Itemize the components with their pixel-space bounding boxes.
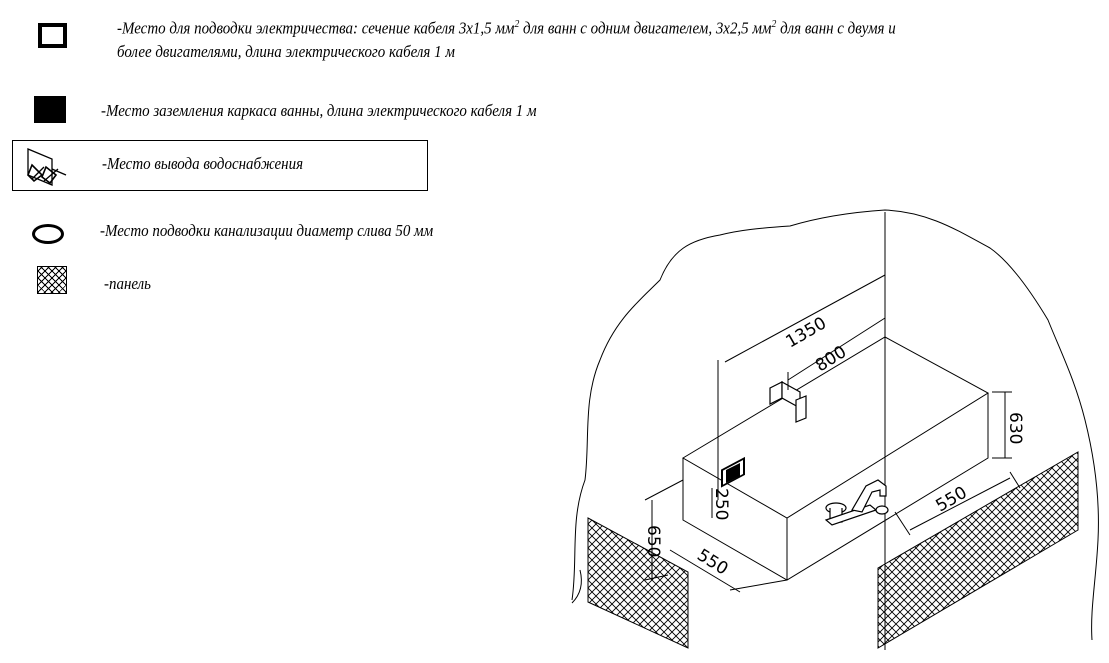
water-outlet-icon [27, 148, 67, 186]
wall-outline [571, 209, 1099, 641]
right-panel [877, 451, 1079, 649]
dim-550-front: 550 [693, 545, 731, 579]
wall-faucet [769, 380, 807, 423]
electric-outlet-icon [38, 23, 67, 48]
legend-electric-sup2: 2 [771, 18, 777, 30]
dim-800: 800 [812, 342, 850, 376]
left-panel [587, 517, 689, 649]
dim-630: 630 [1005, 412, 1025, 444]
legend-ground-text: -Место заземления каркаса ванны, длина э… [101, 101, 537, 120]
legend-panel-text: -панель [104, 274, 151, 293]
legend-electric-mid: для ванн с одним двигателем, 3х2,5 мм [519, 18, 772, 38]
dim-250: 250 [711, 488, 731, 520]
wall-outline-left-bottom [571, 569, 582, 604]
legend-electric-sup1: 2 [514, 18, 520, 30]
legend-water-text: -Место вывода водоснабжения [102, 154, 304, 173]
legend-water-box [12, 140, 428, 191]
legend-electric-line2: более двигателями, длина электрического … [117, 41, 455, 61]
ground-point-icon [34, 96, 66, 123]
legend-electric-tail: для ванн с двумя и [776, 18, 896, 38]
drain-oval-icon [32, 224, 64, 244]
panel-crosshatch-icon [37, 266, 67, 294]
legend-electric-line1: -Место для подводки электричества: сечен… [117, 18, 515, 38]
dim-1350: 1350 [783, 313, 830, 352]
legend-electric-text: -Место для подводки электричества: сечен… [117, 13, 896, 63]
deck-faucet [824, 479, 889, 526]
dim-650: 650 [643, 525, 663, 557]
legend-drain-text: -Место подводки канализации диаметр слив… [100, 221, 434, 240]
bath-ground-symbol [726, 463, 740, 483]
